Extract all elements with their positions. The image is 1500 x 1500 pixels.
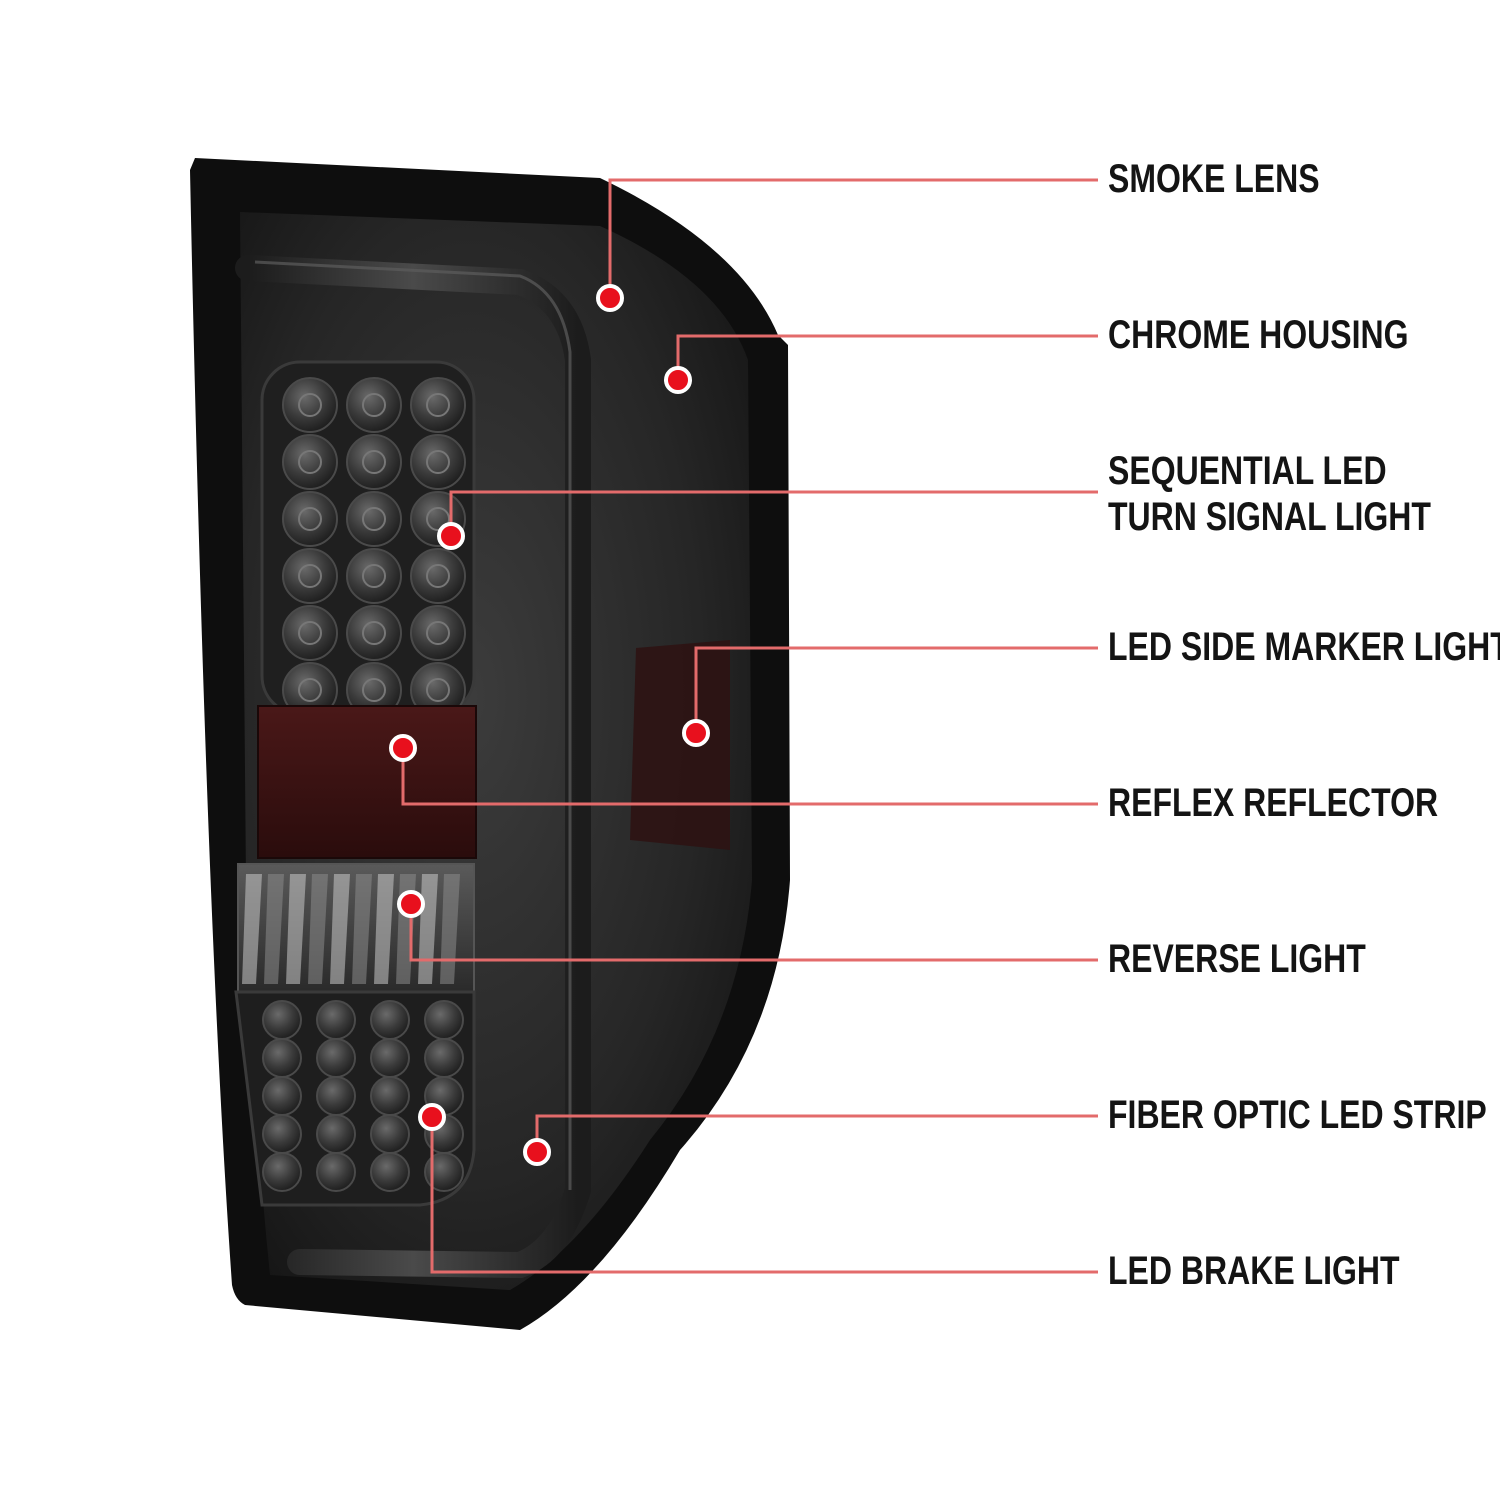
brake-led-bulb [316,1000,356,1040]
marker-dot-reverse-light [397,890,425,918]
leader-line-smoke-lens [608,178,1098,298]
led-bulb-ring [362,678,386,702]
label-reflex-reflector: REFLEX REFLECTOR [1108,780,1438,826]
fiber-optic-strip-highlight [254,260,572,1190]
led-bulb-ring [362,621,386,645]
led-bulb-ring [298,450,322,474]
led-bulb-ring [426,507,450,531]
marker-dot-reflex-reflector [389,734,417,762]
callout-leaders [389,178,1098,1274]
brake-led-bulb [316,1152,356,1192]
brake-led-bulb [316,1076,356,1116]
led-bulb-ring [362,564,386,588]
brake-led-bulb [262,1000,302,1040]
label-smoke-lens: SMOKE LENS [1108,156,1320,202]
brake-led-bulb [262,1152,302,1192]
led-bulb-ring [362,393,386,417]
led-bulb-ring [362,450,386,474]
led-bulb [346,377,402,433]
led-bulb-ring [298,564,322,588]
label-fiber-optic-line-1: FIBER OPTIC LED STRIP [1108,1093,1487,1137]
reflex-reflector-panel [257,705,477,859]
reverse-facet [242,874,262,984]
led-bulb [346,491,402,547]
led-bulb [282,377,338,433]
brake-led-bulb [262,1114,302,1154]
leader-line-side-marker [694,646,1098,733]
led-bulb [282,605,338,661]
brake-led-bulb [262,1076,302,1116]
led-bulb-ring [426,564,450,588]
sequential-led-array [282,377,466,718]
marker-dot-side-marker [682,719,710,747]
fiber-optic-strip-shape [235,255,591,1279]
led-bulb-ring [426,678,450,702]
brake-led-bulb [370,1152,410,1192]
led-bulb-ring [298,507,322,531]
led-bulb-ring [298,621,322,645]
led-bulb-ring [362,507,386,531]
label-brake-light: LED BRAKE LIGHT [1108,1248,1400,1294]
led-bulb-ring [298,678,322,702]
label-sequential-led-line-2: TURN SIGNAL LIGHT [1108,495,1431,539]
label-smoke-lens-line-1: SMOKE LENS [1108,157,1320,201]
marker-dot-chrome-housing [664,366,692,394]
reverse-facet [286,874,306,984]
led-bulb [410,605,466,661]
side-marker-panel [630,640,730,850]
led-bulb-ring [426,621,450,645]
brake-led-bulb [316,1038,356,1078]
label-side-marker: LED SIDE MARKER LIGHT [1108,624,1500,670]
brake-led-bulb [370,1114,410,1154]
leader-line-reverse-light [409,904,1098,962]
leader-line-chrome-housing [676,334,1098,380]
led-bulb [346,605,402,661]
led-bulb [346,548,402,604]
led-bulb-ring [426,393,450,417]
label-chrome-housing: CHROME HOUSING [1108,312,1408,358]
led-bulb [282,491,338,547]
leader-line-brake-light [430,1117,1098,1274]
marker-dot-smoke-lens [596,284,624,312]
brake-led-bulb [370,1038,410,1078]
leader-line-reflex-reflector [401,748,1098,806]
led-bulb [282,434,338,490]
led-bulb [410,548,466,604]
reverse-facet [308,874,328,984]
led-bulb [282,548,338,604]
reverse-facet [374,874,394,984]
brake-led-bulb [424,1152,464,1192]
label-chrome-housing-line-1: CHROME HOUSING [1108,313,1409,357]
marker-dot-fiber-optic [523,1138,551,1166]
brake-led-bulb [370,1076,410,1116]
led-bulb-ring [298,393,322,417]
led-bulb [410,377,466,433]
reverse-facet [330,874,350,984]
marker-dot-sequential-led [437,522,465,550]
label-brake-light-line-1: LED BRAKE LIGHT [1108,1249,1400,1293]
label-sequential-led-line-1: SEQUENTIAL LED [1108,449,1387,493]
label-fiber-optic: FIBER OPTIC LED STRIP [1108,1092,1487,1138]
label-reflex-reflector-line-1: REFLEX REFLECTOR [1108,781,1439,825]
label-side-marker-line-1: LED SIDE MARKER LIGHT [1108,625,1500,669]
reverse-facet [352,874,372,984]
marker-dot-brake-light [418,1103,446,1131]
leader-line-sequential-led [449,490,1098,536]
led-bulb [346,434,402,490]
brake-led-bulb [370,1000,410,1040]
brake-led-bulb [316,1114,356,1154]
brake-led-bulb [424,1038,464,1078]
label-reverse-light: REVERSE LIGHT [1108,936,1366,982]
led-bulb [410,434,466,490]
led-bulb-ring [426,450,450,474]
label-reverse-light-line-1: REVERSE LIGHT [1108,937,1366,981]
reverse-facet [440,874,460,984]
reverse-facet [264,874,284,984]
brake-led-bulb [424,1000,464,1040]
brake-led-bulb [262,1038,302,1078]
